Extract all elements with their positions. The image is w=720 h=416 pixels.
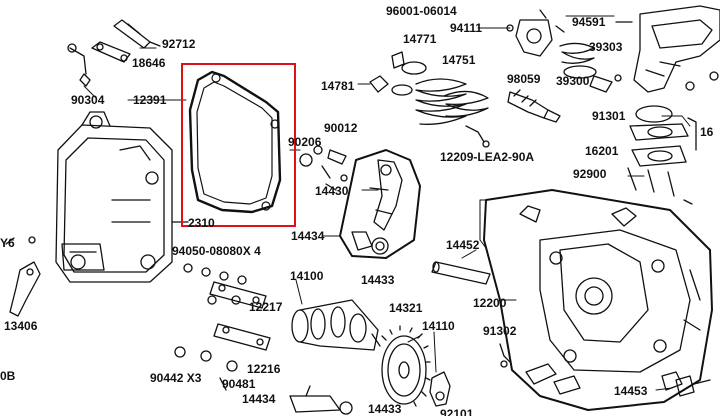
label-91301[interactable]: 91301 [592,109,626,123]
label-2310[interactable]: 2310 [188,216,215,230]
label-14433-b[interactable]: 14433 [368,402,402,416]
tensioner-drawing [429,371,451,407]
label-94111[interactable]: 94111 [450,21,483,35]
label-12209-lea2-90a[interactable]: 12209-LEA2-90A [440,150,535,164]
label-y6[interactable]: Y6 [0,236,15,250]
bolts-washers-drawing [183,263,267,309]
label-90206[interactable]: 90206 [288,135,322,149]
highlight-box-gasket [181,63,296,227]
label-90304[interactable]: 90304 [71,93,105,107]
tensioner-lever-drawing [5,236,41,317]
label-14433-a[interactable]: 14433 [361,273,395,287]
spring-set-drawing [559,42,622,93]
label-94591[interactable]: 94591 [572,15,606,29]
label-12200[interactable]: 12200 [473,296,507,310]
label-90442-x3[interactable]: 90442 X3 [150,371,202,385]
label-92712[interactable]: 92712 [162,37,196,51]
label-0b-cut[interactable]: 0B [0,369,16,383]
rocker-arm-drawing [339,149,421,259]
leader-lines [83,15,691,391]
cam-sprocket-drawing [381,325,431,407]
label-14434-b[interactable]: 14434 [242,392,276,406]
rocker-shaft-drawing [431,261,491,285]
label-90481[interactable]: 90481 [222,377,256,391]
label-16201[interactable]: 16201 [585,144,619,158]
label-14100[interactable]: 14100 [290,269,324,283]
label-92900[interactable]: 92900 [573,167,607,181]
label-14751[interactable]: 14751 [442,53,476,67]
o-ring-drawing [499,343,511,368]
label-91302[interactable]: 91302 [483,324,517,338]
label-16-cut[interactable]: 16 [700,125,714,139]
label-90012[interactable]: 90012 [324,121,358,135]
label-98059[interactable]: 98059 [507,72,541,86]
cylinder-head-assembly-drawing [483,189,713,411]
spark-plug-drawing [507,89,561,123]
label-14321[interactable]: 14321 [389,301,423,315]
intake-gasket-drawing [629,105,697,167]
intake-manifold-drawing [615,5,720,93]
clip-drawing [675,375,711,397]
valve-spring-drawing [415,78,490,148]
label-39303[interactable]: 39303 [589,40,623,54]
label-13406[interactable]: 13406 [4,319,38,333]
label-14771[interactable]: 14771 [403,32,437,46]
label-12216[interactable]: 12216 [247,362,281,376]
label-14110[interactable]: 14110 [422,319,455,333]
label-96001-06014[interactable]: 96001-06014 [386,4,457,18]
cylinder-head-cover-drawing [55,111,189,283]
camshaft-drawing [291,299,381,351]
head-cover-gasket-drawing [188,70,282,214]
label-39300[interactable]: 39300 [556,74,590,88]
studs-drawing [627,167,693,205]
label-14430[interactable]: 14430 [315,184,349,198]
label-12391[interactable]: 12391 [133,93,167,107]
label-92101-cut[interactable]: 92101 [440,407,474,416]
bracket-drawing [174,323,271,391]
label-14452[interactable]: 14452 [446,238,480,252]
fitting-drawing [506,9,565,57]
valve-keeper-drawing [369,51,427,96]
label-18646[interactable]: 18646 [132,56,166,70]
bottom-rocker-parts-drawing [289,385,353,415]
bolt-plate-drawing [67,19,161,87]
label-14453[interactable]: 14453 [614,384,648,398]
label-12217[interactable]: 12217 [249,300,283,314]
pin-parts-drawing [299,145,348,191]
label-14781[interactable]: 14781 [321,79,355,93]
label-94050-08080x4[interactable]: 94050-08080X 4 [172,244,261,258]
label-14434-a[interactable]: 14434 [291,229,325,243]
